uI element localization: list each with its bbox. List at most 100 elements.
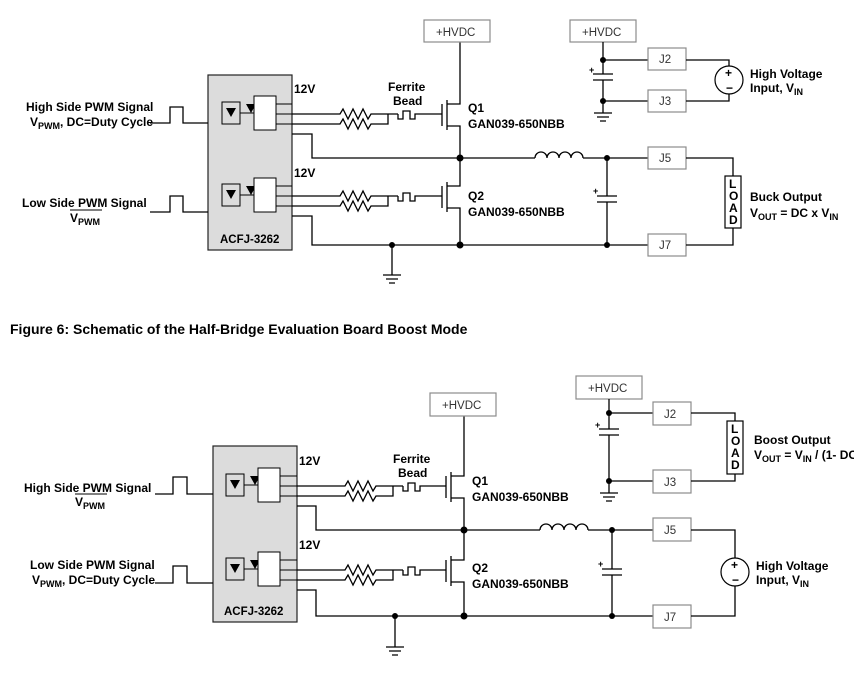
svg-text:O: O [731, 434, 740, 448]
buck-high-side-label: High Side PWM Signal [26, 100, 153, 114]
ferrite-label-1-boost: Ferrite [393, 452, 431, 466]
q1-label: Q1 [468, 101, 484, 115]
j5-label-boost: J5 [664, 525, 676, 537]
ground-symbol-boost [386, 616, 404, 656]
boost-high-side-v: VPWM [75, 495, 105, 511]
supply-12v-high-boost: 12V [299, 454, 320, 468]
q2-part-boost: GAN039-650NBB [472, 577, 569, 591]
supply-12v-high: 12V [294, 82, 315, 96]
buck-output-eq: VOUT = DC x VIN [750, 206, 838, 222]
hvdc-label-right: +HVDC [582, 27, 621, 39]
driver-ic-box [207, 74, 293, 251]
transistor-q1 [441, 42, 461, 158]
q2-label: Q2 [468, 189, 484, 203]
svg-text:D: D [729, 213, 738, 227]
optocoupler-low [221, 177, 292, 213]
ferrite-bead-low [397, 192, 442, 202]
svg-text:+: + [731, 558, 738, 572]
j2-label: J2 [659, 54, 671, 66]
boost-high-side-label: High Side PWM Signal [24, 481, 151, 495]
svg-text:−: − [732, 573, 739, 587]
svg-text:−: − [726, 81, 733, 95]
q1-part: GAN039-650NBB [468, 117, 565, 131]
j7-label-boost: J7 [664, 612, 676, 624]
svg-text:A: A [731, 446, 740, 460]
buck-low-side-label: Low Side PWM Signal [22, 196, 147, 210]
ground-symbol-2 [594, 112, 612, 122]
optocoupler-high-boost [225, 467, 297, 503]
ferrite-label-2: Bead [393, 94, 422, 108]
boost-low-side-dc: VPWM, DC=Duty Cycle [32, 573, 155, 589]
gate-resistor-high [292, 107, 398, 121]
inductor [534, 151, 584, 159]
ground-symbol-1 [383, 245, 401, 284]
inductor-boost [539, 523, 589, 531]
load-box [724, 175, 742, 229]
pwm-pulse-low [150, 195, 208, 213]
transistor-q2-boost [445, 530, 465, 616]
ferrite-label-1: Ferrite [388, 80, 426, 94]
ferrite-bead-high-boost [402, 482, 446, 492]
figure-caption: Figure 6: Schematic of the Half-Bridge E… [10, 321, 468, 337]
pwm-pulse-high-boost [155, 476, 213, 495]
ground-rail [292, 215, 648, 246]
output-capacitor-boost [602, 530, 622, 616]
driver-ic-label-boost: ACFJ-3262 [224, 606, 283, 618]
optocoupler-low-boost [225, 551, 297, 587]
buck-low-side-v: VPWM [70, 211, 100, 227]
svg-text:L: L [729, 177, 736, 191]
pwm-pulse-high [150, 106, 208, 124]
q2-label-boost: Q2 [472, 561, 488, 575]
svg-text:+: + [593, 186, 598, 196]
voltage-source-buck [714, 65, 744, 95]
q2-part: GAN039-650NBB [468, 205, 565, 219]
hvdc-label-top: +HVDC [436, 27, 475, 39]
svg-text:+: + [589, 65, 594, 75]
hvdc-label-right-boost: +HVDC [588, 383, 627, 395]
svg-text:O: O [729, 189, 738, 203]
pwm-pulse-low-boost [155, 565, 213, 584]
boost-schematic: ACFJ-3262 12V 12V Ferrite [24, 375, 854, 656]
gate-resistor-low-2 [292, 196, 389, 213]
j3-label: J3 [659, 96, 671, 108]
connector-j2 [647, 47, 687, 71]
load-box-boost [726, 420, 744, 475]
supply-12v-low: 12V [294, 166, 315, 180]
transistor-q2 [441, 158, 461, 245]
hv-input-label-boost: High Voltage [756, 559, 829, 573]
q1-label-boost: Q1 [472, 474, 488, 488]
supply-12v-low-boost: 12V [299, 538, 320, 552]
switch-node-wire [292, 133, 535, 159]
hv-input-label-2-boost: Input, VIN [756, 573, 809, 589]
driver-ic-label: ACFJ-3262 [220, 234, 279, 246]
svg-text:A: A [729, 201, 738, 215]
buck-output-title: Buck Output [750, 190, 822, 204]
hv-input-label-2: Input, VIN [750, 81, 803, 97]
hvdc-label-top-boost: +HVDC [442, 400, 481, 412]
output-capacitor [597, 158, 617, 245]
j5-label: J5 [659, 153, 671, 165]
svg-text:+: + [725, 66, 732, 80]
j7-label: J7 [659, 240, 671, 252]
gate-resistor-low [292, 189, 398, 203]
hv-input-label: High Voltage [750, 67, 823, 81]
ferrite-label-2-boost: Bead [398, 466, 427, 480]
boost-output-eq: VOUT = VIN / (1- DC [754, 448, 854, 464]
q1-part-boost: GAN039-650NBB [472, 490, 569, 504]
gate-resistor-high-2 [292, 114, 389, 131]
svg-text:+: + [598, 559, 603, 569]
hvdc-box-top [423, 19, 491, 43]
svg-text:+: + [595, 420, 600, 430]
buck-high-side-dc: VPWM, DC=Duty Cycle [30, 115, 153, 131]
transistor-q1-boost [445, 416, 465, 530]
svg-text:D: D [731, 458, 740, 472]
svg-text:L: L [731, 422, 738, 436]
optocoupler-high [221, 95, 292, 131]
j2-label-boost: J2 [664, 409, 676, 421]
ferrite-bead-high [397, 110, 442, 120]
ferrite-bead-low-boost [402, 566, 446, 576]
voltage-source-boost [720, 557, 750, 587]
driver-ic-box-boost [212, 445, 298, 623]
buck-schematic: ACFJ-3262 12V 12V [22, 19, 838, 284]
